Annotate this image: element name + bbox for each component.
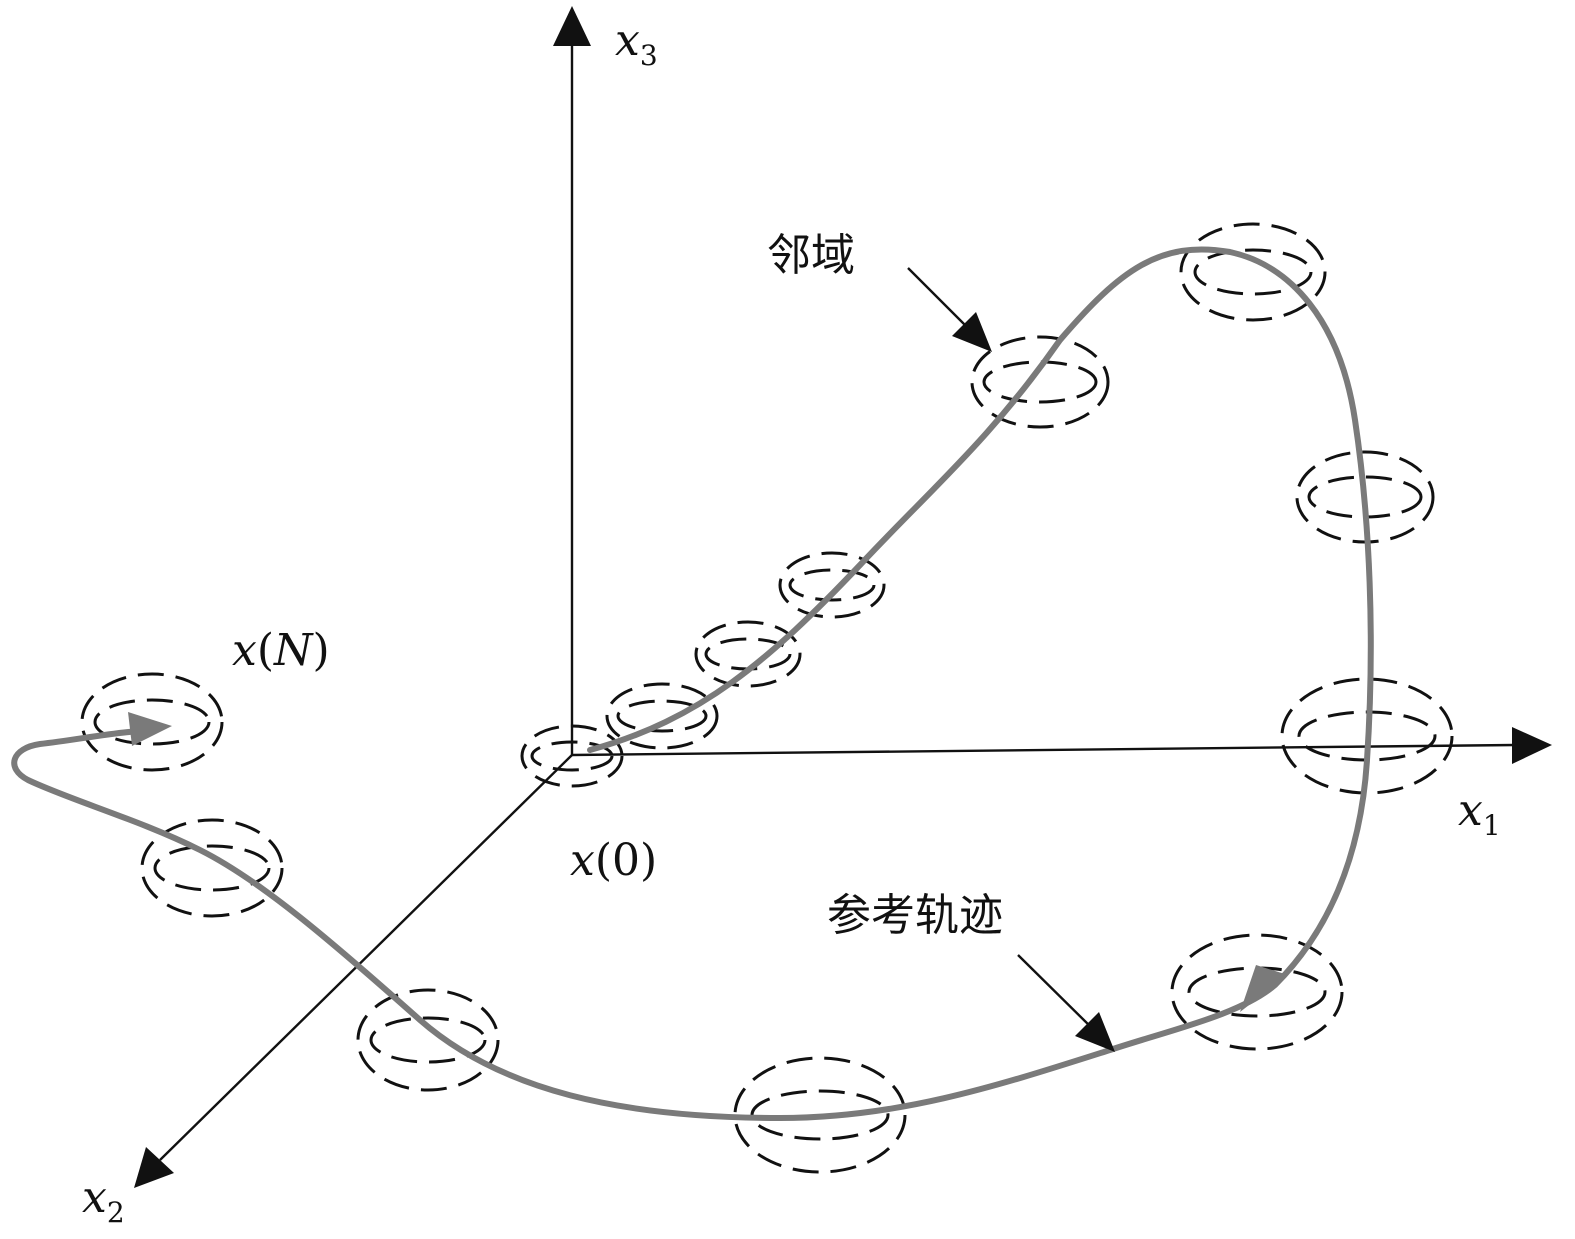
axes: [134, 6, 1552, 1188]
x2-axis-label: x2: [82, 1172, 125, 1229]
x2-axis: [159, 754, 573, 1161]
neighborhood-region: [605, 682, 719, 750]
neighborhood-region: [80, 672, 224, 772]
neighborhood-region: [694, 620, 802, 688]
reference-trajectory: [11, 246, 1374, 1121]
start-point-label: x(0): [570, 835, 657, 886]
neighborhood-region: [520, 724, 624, 788]
neighborhood-region: [970, 335, 1110, 429]
x1-axis: [571, 743, 1516, 757]
neighborhood-region: [1179, 222, 1327, 322]
reference-trajectory-annotation: 参考轨迹: [827, 890, 1003, 941]
neighborhoods: [80, 222, 1454, 1174]
reference-trajectory-pointer-arrowhead: [1075, 1012, 1115, 1052]
neighborhood-region: [778, 551, 886, 619]
neighborhood-pointer-arrowhead: [952, 312, 992, 352]
neighborhood-region: [356, 988, 500, 1092]
x3-arrowhead: [553, 6, 591, 46]
trajectory-direction-arrowhead: [1240, 965, 1288, 1012]
neighborhood-region: [140, 818, 284, 918]
reference-trajectory-pointer: [1017, 954, 1098, 1034]
trajectory-end-arrowhead: [128, 712, 172, 746]
x1-arrowhead: [1512, 727, 1552, 764]
x2-arrowhead: [134, 1147, 174, 1188]
neighborhood-pointer: [907, 267, 976, 336]
x3-axis-label: x3: [615, 15, 658, 72]
neighborhood-annotation: 邻域: [767, 230, 855, 281]
x1-axis-label: x1: [1458, 785, 1501, 842]
end-point-label: x(N): [232, 625, 330, 676]
